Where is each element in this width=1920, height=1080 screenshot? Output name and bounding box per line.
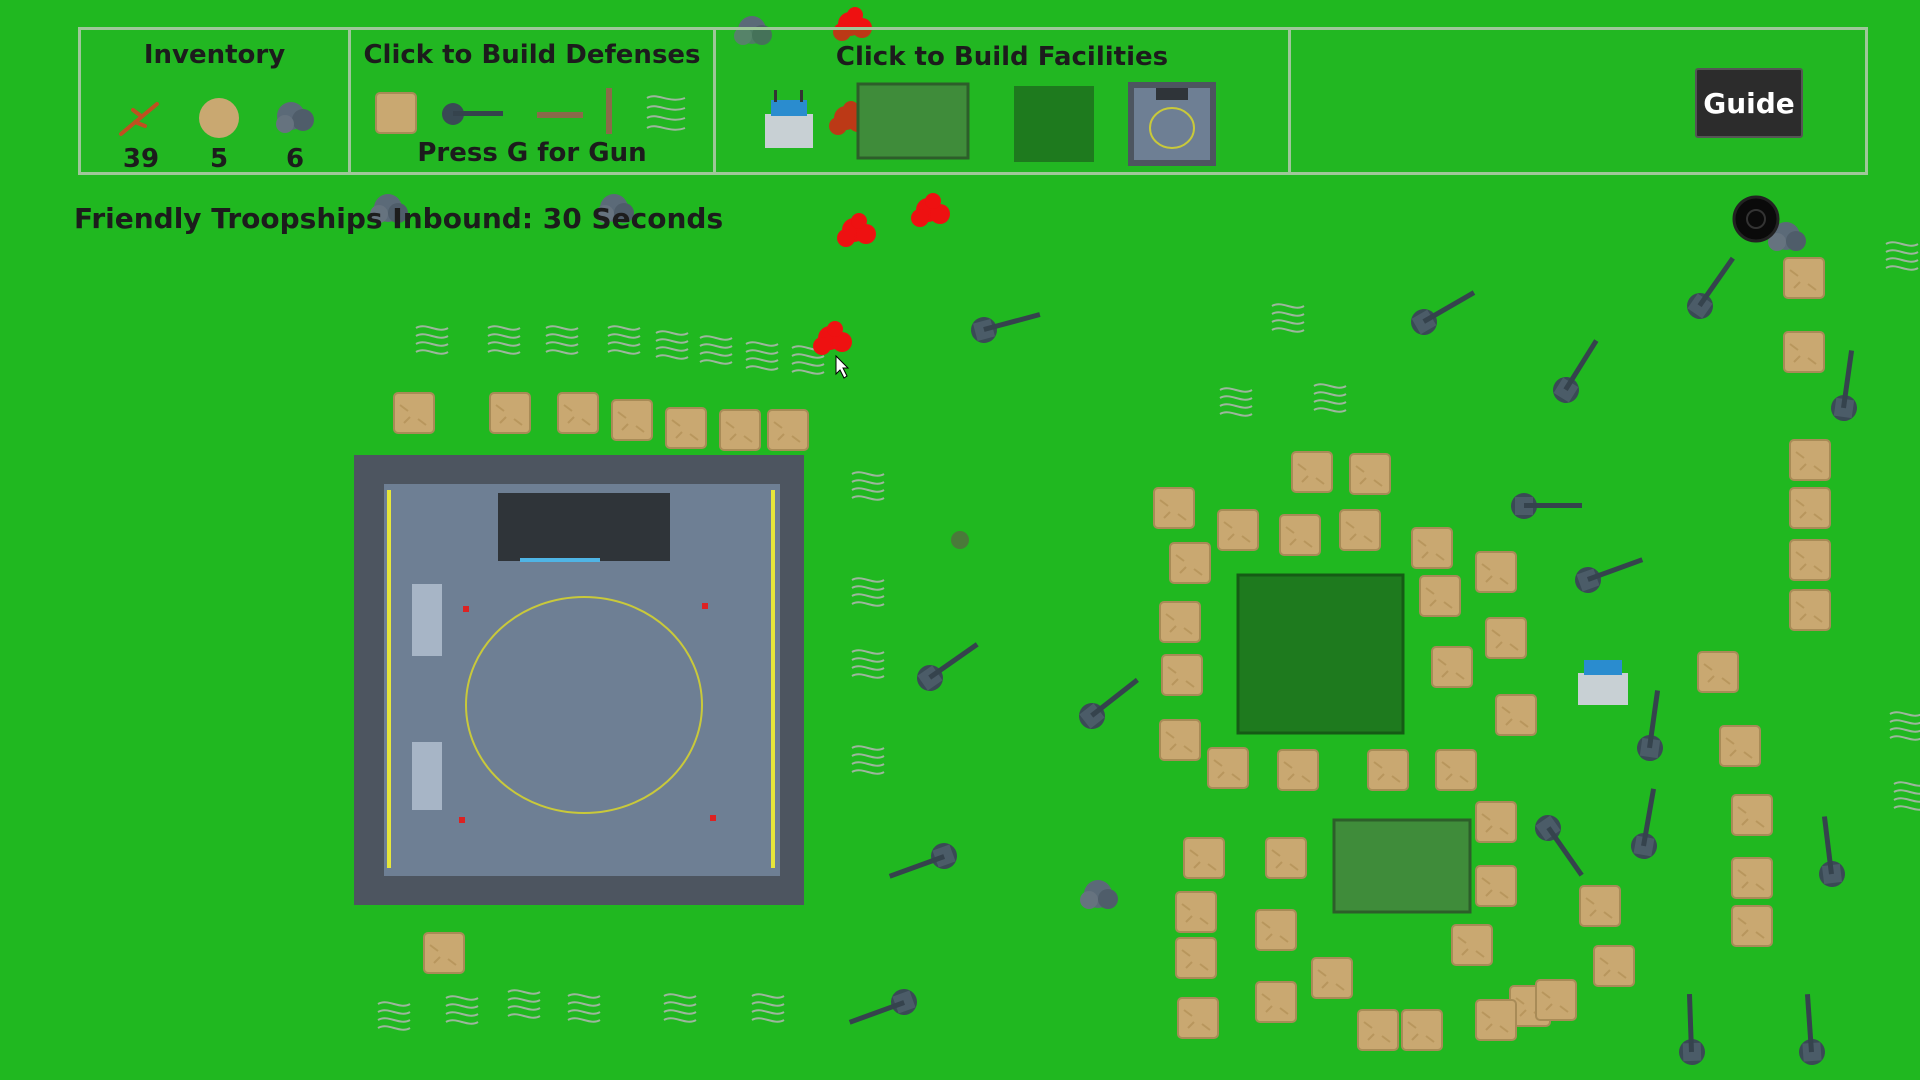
gun-turret-icon[interactable]: [439, 94, 505, 134]
sandbag-wall-icon[interactable]: [373, 90, 419, 136]
inventory-title: Inventory: [143, 40, 286, 70]
branch-icon: [119, 102, 159, 136]
post-icon[interactable]: [599, 86, 619, 136]
defenses-panel: Click to Build Defenses Press G for Gun: [351, 30, 716, 172]
barracks-tent-icon[interactable]: [856, 82, 970, 160]
helipad[interactable]: [354, 455, 804, 905]
defenses-title: Click to Build Defenses: [363, 40, 701, 70]
inventory-panel: Inventory 39 5 6: [81, 30, 351, 174]
troopship-countdown: Friendly Troopships Inbound: 30 Seconds: [74, 202, 724, 235]
sandbag-icon: [199, 98, 239, 138]
extra-panel: Guide: [1291, 30, 1865, 172]
rock-icon: [276, 102, 314, 133]
facilities-title: Click to Build Facilities: [835, 42, 1169, 72]
radio-station-icon[interactable]: [762, 88, 816, 152]
barbed-wire-icon[interactable]: [645, 90, 687, 134]
crop-field[interactable]: [1236, 573, 1405, 735]
crop-field-icon[interactable]: [1012, 84, 1096, 164]
seedling: [951, 531, 969, 549]
inventory-rock: 6: [265, 92, 325, 174]
rail-barrier-icon[interactable]: [535, 100, 585, 130]
gun-hint: Press G for Gun: [417, 138, 647, 168]
facilities-panel: Click to Build Facilities: [716, 30, 1291, 172]
helipad-icon[interactable]: [1126, 80, 1218, 168]
guide-button[interactable]: Guide: [1695, 68, 1803, 138]
branch-count: 39: [122, 144, 160, 174]
sandbag-count: 5: [209, 144, 229, 174]
build-hud: Inventory 39 5 6 Click to Build Defenses: [78, 27, 1868, 175]
inventory-branch: 39: [111, 92, 171, 174]
barracks-tent[interactable]: [1332, 818, 1472, 914]
enemy-spawn-portal: [1732, 195, 1780, 243]
rock-count: 6: [285, 144, 305, 174]
mouse-cursor: [835, 354, 850, 379]
radio-station[interactable]: [1578, 660, 1628, 705]
landing-circle: [465, 596, 703, 814]
inventory-sandbag: 5: [189, 92, 249, 174]
helipad-building: [498, 493, 670, 561]
